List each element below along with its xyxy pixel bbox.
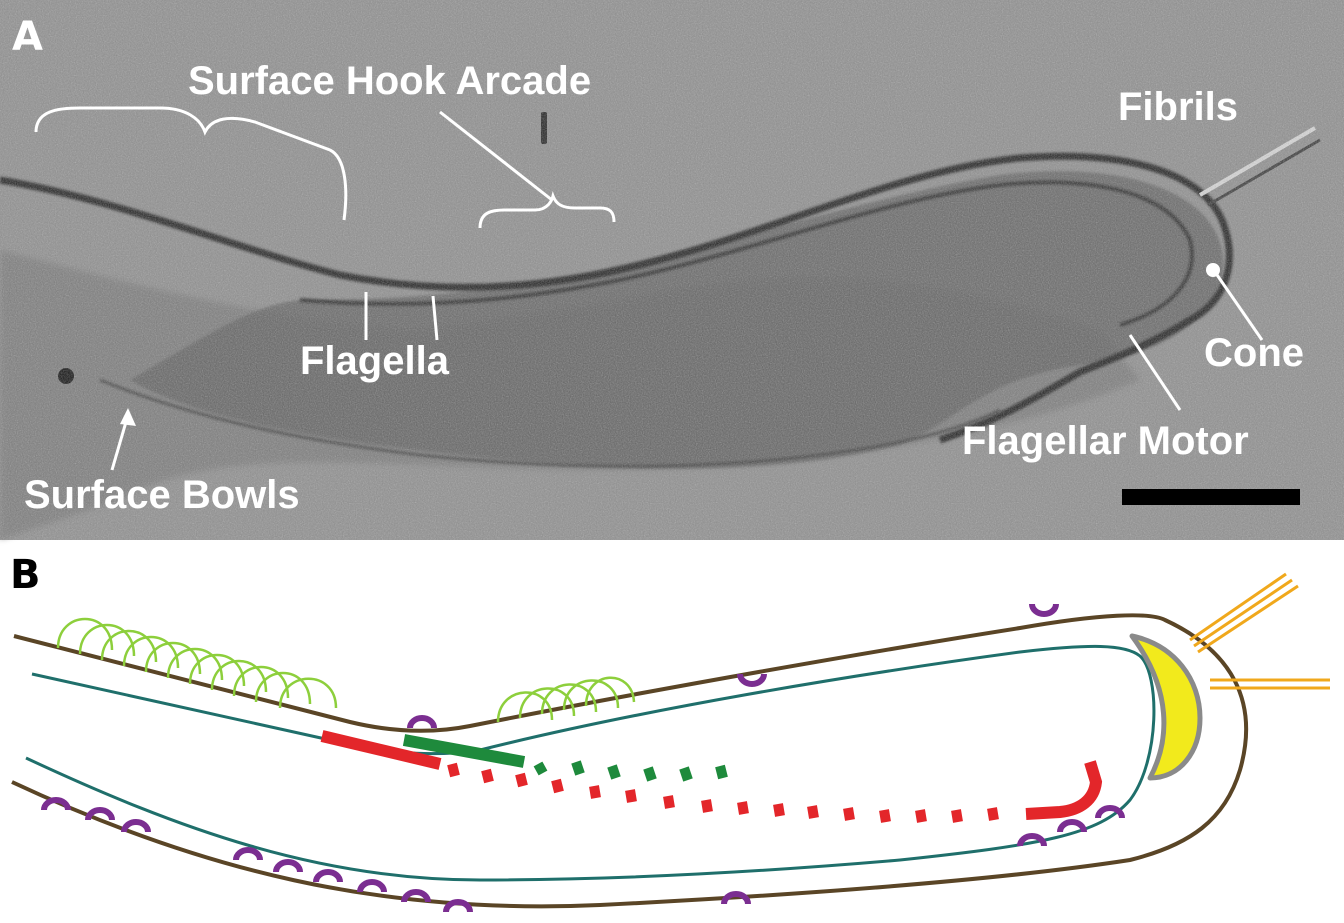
fibril (1198, 586, 1298, 652)
scale-bar (1122, 489, 1300, 505)
flagellum-red-segment (668, 796, 670, 808)
fibrils-label: Fibrils (1118, 85, 1238, 129)
flagellum-red-segment (486, 770, 489, 782)
bowl (410, 718, 434, 728)
fibril (1194, 580, 1292, 646)
bowl (236, 850, 260, 860)
panel-a: A Surface Hook Arcade Fibrils Flagella C… (0, 0, 1344, 540)
flagellum-red-segment (594, 786, 596, 798)
flagellum-red-segment (630, 790, 632, 802)
flagellum-red-segment (992, 808, 994, 820)
flagellum-green-dashes (538, 762, 723, 780)
flagellum-green-segment (648, 768, 652, 780)
flagella-label: Flagella (300, 339, 450, 383)
cone-dot (1206, 263, 1220, 277)
flagellar-motor-label: Flagellar Motor (962, 419, 1249, 463)
flagellum-red-segment (452, 764, 455, 776)
flagellum-red-segment (742, 802, 744, 814)
flagellum-red-segment (884, 810, 886, 822)
hook-arcade-left (58, 619, 336, 708)
flagellum-red-segment (706, 800, 708, 812)
bowl (316, 872, 340, 882)
flagellum-green-segment (612, 766, 616, 778)
flagellum-red-segment (778, 804, 780, 816)
bowl (446, 902, 470, 912)
panel-b-letter: B (10, 552, 41, 598)
flagellum-green-segment (684, 768, 688, 780)
cone-label: Cone (1204, 331, 1304, 375)
flagellum-green-segment (576, 762, 580, 774)
flagellum-red-segment (812, 806, 814, 818)
flagellum-green-segment (538, 764, 543, 773)
surface-bowls-label: Surface Bowls (24, 473, 300, 517)
flagellum-green-segment (720, 766, 723, 778)
flagellar-motor-red (1026, 762, 1096, 814)
panel-b: B (10, 552, 1330, 912)
surface-hook-arcade-label: Surface Hook Arcade (188, 59, 591, 103)
bowl (1032, 604, 1056, 614)
bowl (360, 882, 384, 892)
flagellum-red-segment (556, 780, 559, 792)
fibril (1190, 574, 1286, 640)
bowl (276, 862, 300, 872)
flagellum-red-segment (848, 808, 850, 820)
flagellum-red-segment (956, 810, 958, 822)
panel-a-letter: A (12, 14, 43, 60)
flagellum-red-segment (920, 810, 922, 822)
bowl (44, 800, 68, 810)
flagellum-red-segment (520, 774, 523, 786)
